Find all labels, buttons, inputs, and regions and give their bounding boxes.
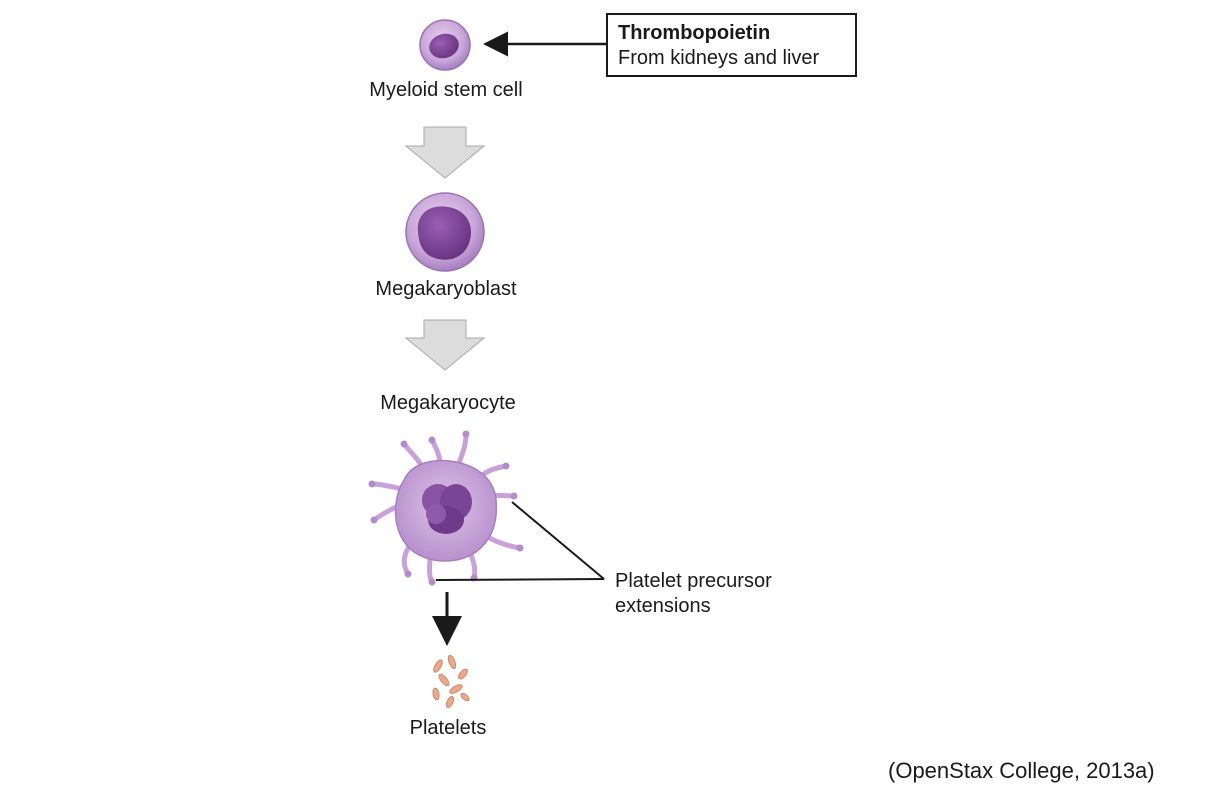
megakaryoblast-cell <box>405 192 485 272</box>
annotation-line-1: Platelet precursor <box>615 570 772 592</box>
citation: (OpenStax College, 2013a) <box>888 758 1155 783</box>
megakaryocyte-cell <box>368 430 524 586</box>
thrombopoietin-source: From kidneys and liver <box>618 47 820 69</box>
label-megakaryoblast: Megakaryoblast <box>375 278 517 300</box>
label-platelets: Platelets <box>409 717 487 739</box>
label-megakaryocyte: Megakaryocyte <box>380 392 516 414</box>
precursor-callout <box>435 501 605 581</box>
thrombopoietin-title: Thrombopoietin <box>618 22 771 44</box>
annotation-line-2: extensions <box>615 595 711 617</box>
myeloid-stem-cell <box>419 19 471 71</box>
platelets-cluster <box>432 654 470 708</box>
label-platelet-precursor-extensions: Platelet precursor extensions <box>615 569 772 619</box>
label-myeloid-stem-cell: Myeloid stem cell <box>369 79 523 101</box>
step-arrow-1 <box>404 126 486 179</box>
thrombopoietin-box: Thrombopoietin From kidneys and liver <box>606 13 857 77</box>
step-arrow-2 <box>404 319 486 371</box>
